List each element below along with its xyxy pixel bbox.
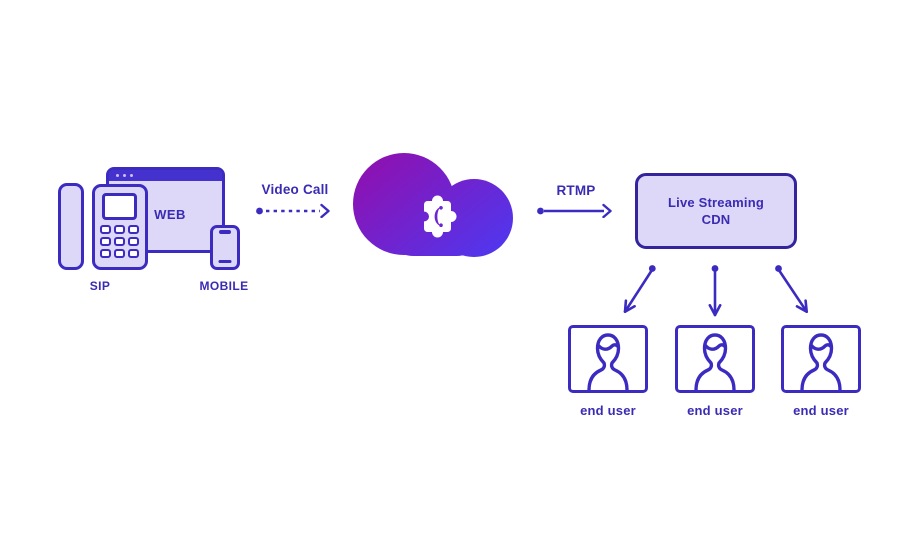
browser-dot-icon [116, 174, 119, 177]
end-user-card [568, 325, 648, 393]
sip-phone-body-icon [92, 184, 148, 270]
keypad-key [100, 237, 111, 246]
puzzle-piece-icon [419, 195, 457, 238]
keypad-key [100, 249, 111, 258]
end-user-label: end user [580, 403, 636, 418]
keypad-key [114, 225, 125, 234]
rtmp-arrow [537, 203, 612, 218]
end-user-card [675, 325, 755, 393]
keypad-key [128, 225, 139, 234]
keypad-key [128, 237, 139, 246]
end-user-label: end user [687, 403, 743, 418]
cloud-icon [353, 153, 513, 257]
cdn-arrow-right [775, 265, 808, 314]
web-label: WEB [154, 207, 186, 222]
keypad-key [114, 249, 125, 258]
video-call-arrow [256, 203, 330, 218]
sip-handset-icon [58, 183, 84, 270]
keypad-key [100, 225, 111, 234]
browser-dot-icon [123, 174, 126, 177]
phone-keypad [100, 225, 139, 258]
user-icon [800, 333, 842, 390]
keypad-key [114, 237, 125, 246]
keypad-key [128, 249, 139, 258]
phone-screen [102, 193, 137, 220]
end-user-card [781, 325, 861, 393]
user-icon [587, 333, 629, 390]
video-call-label: Video Call [261, 182, 329, 197]
rtmp-label: RTMP [556, 183, 596, 198]
sip-label: SIP [89, 279, 111, 293]
cdn-label-line1: Live Streaming [668, 195, 764, 210]
cdn-fanout-arrows [623, 265, 808, 317]
mobile-phone-icon [210, 225, 240, 270]
cdn-label-line2: CDN [701, 212, 731, 227]
browser-titlebar [109, 170, 222, 181]
mobile-speaker [219, 230, 231, 234]
browser-dot-icon [130, 174, 133, 177]
cdn-arrow-middle [708, 265, 722, 317]
mobile-home-bar [218, 260, 232, 263]
end-user-label: end user [793, 403, 849, 418]
mobile-label: MOBILE [199, 279, 249, 293]
user-icon [694, 333, 736, 390]
cdn-arrow-left [623, 265, 656, 314]
cdn-box: Live Streaming CDN [635, 173, 797, 249]
